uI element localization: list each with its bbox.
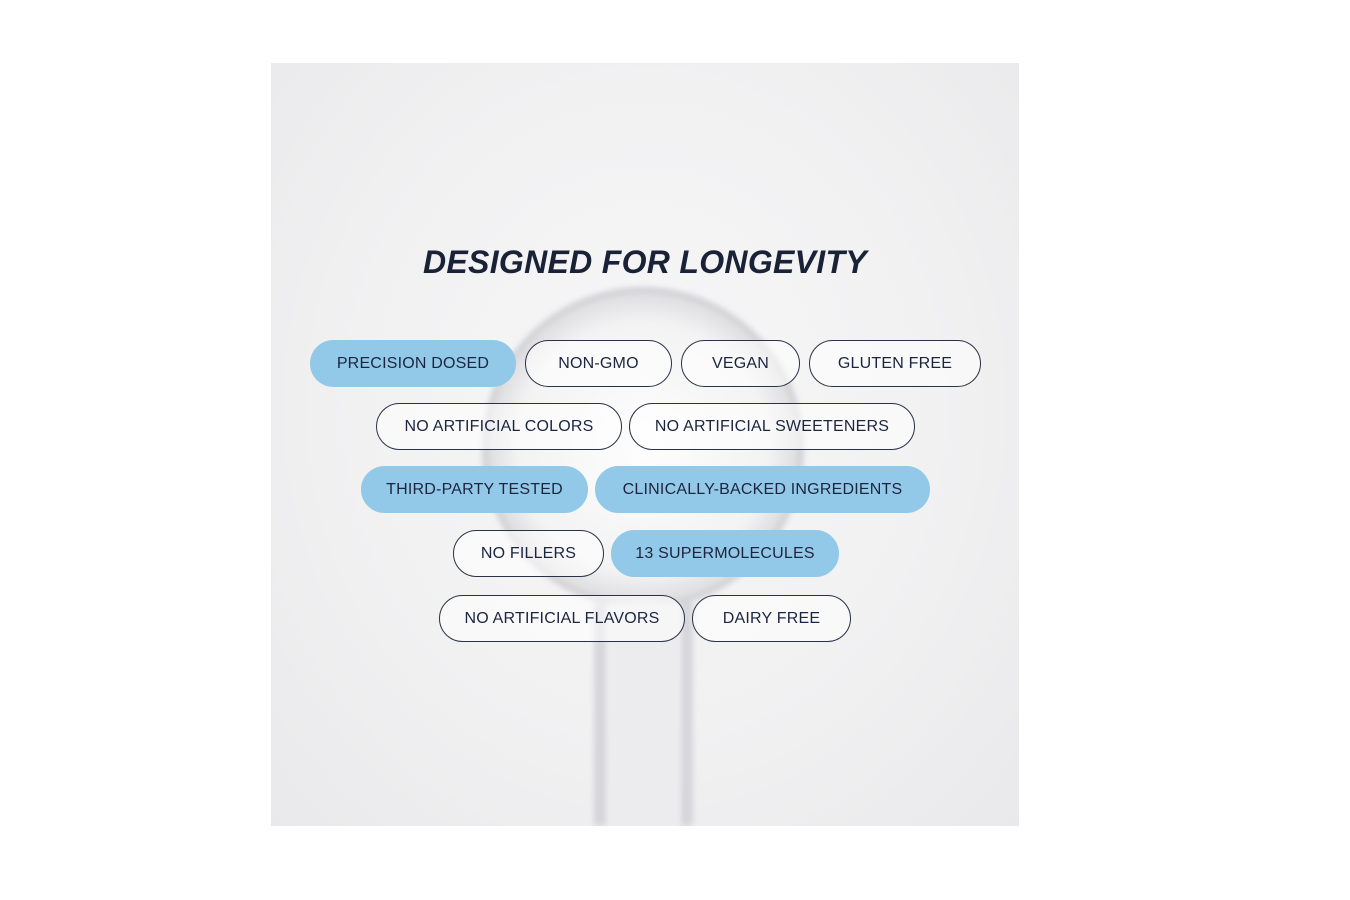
badge-no-artificial-flavors: NO ARTIFICIAL FLAVORS [439,595,685,642]
page-title: DESIGNED FOR LONGEVITY [423,244,867,280]
badge-no-fillers: NO FILLERS [453,530,604,577]
badge-13-supermolecules: 13 SUPERMOLECULES [611,530,839,577]
badge-non-gmo: NON-GMO [525,340,672,387]
badge-dairy-free: DAIRY FREE [692,595,851,642]
badge-gluten-free: GLUTEN FREE [809,340,981,387]
badge-vegan: VEGAN [681,340,800,387]
feature-panel: DESIGNED FOR LONGEVITY PRECISION DOSED N… [271,63,1019,826]
badge-clinically-backed-ingredients: CLINICALLY-BACKED INGREDIENTS [595,466,930,513]
badge-no-artificial-colors: NO ARTIFICIAL COLORS [376,403,622,450]
badge-precision-dosed: PRECISION DOSED [310,340,516,387]
badge-no-artificial-sweeteners: NO ARTIFICIAL SWEETENERS [629,403,915,450]
badge-third-party-tested: THIRD-PARTY TESTED [361,466,588,513]
